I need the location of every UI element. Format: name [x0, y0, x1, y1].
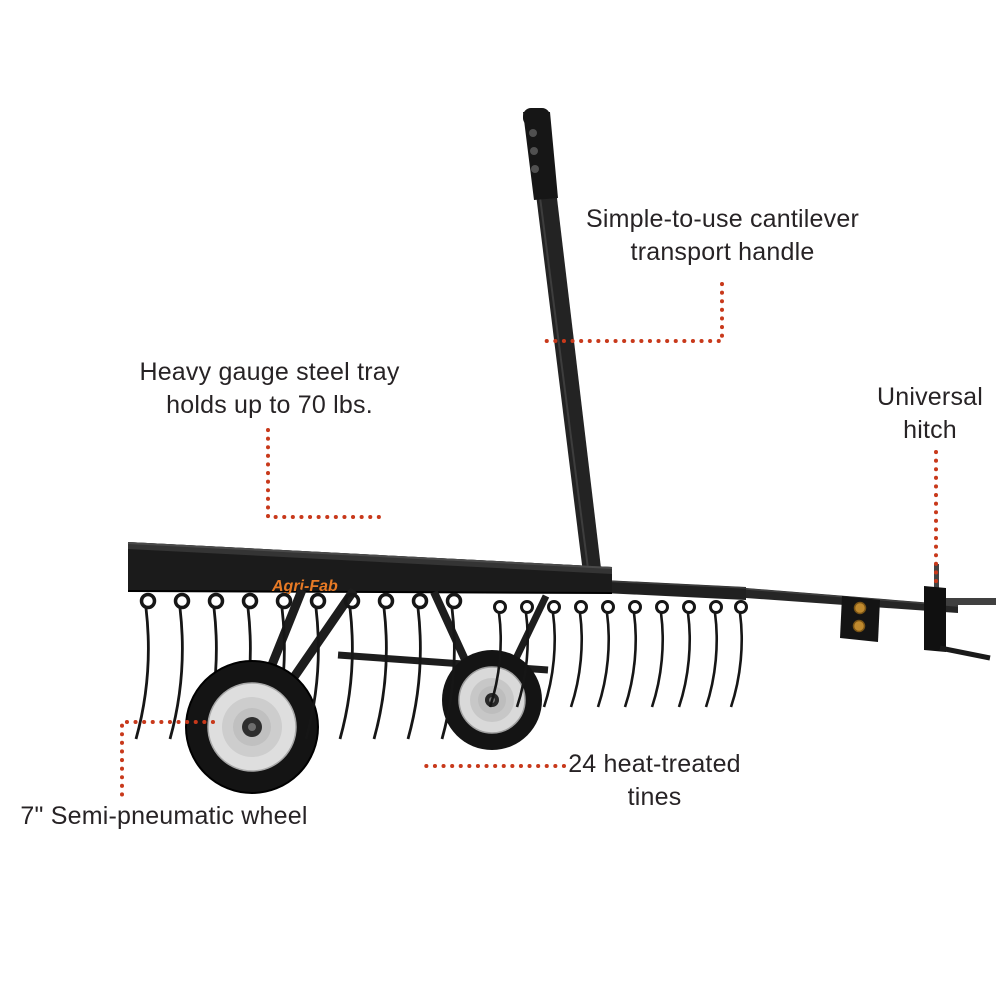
handle-rivet	[530, 147, 538, 155]
annotation-tray-label: Heavy gauge steel tray holds up to 70 lb…	[112, 356, 427, 422]
left-wheel	[185, 660, 319, 794]
hitch-bolt	[852, 619, 866, 633]
label-line: Simple-to-use cantilever	[586, 205, 859, 233]
label-line: Heavy gauge steel tray	[139, 358, 400, 386]
tray-leader-line	[266, 428, 382, 519]
steel-tray: Agri-Fab	[127, 542, 613, 595]
transport-handle	[523, 108, 603, 589]
handle-rivet	[531, 165, 539, 173]
annotation-wheel-label: 7" Semi-pneumatic wheel	[8, 800, 320, 833]
label-line: transport handle	[630, 238, 815, 266]
annotation-hitch-label: Universal hitch	[860, 381, 1000, 447]
leader-lines	[120, 282, 938, 800]
handle-rivet	[529, 129, 537, 137]
handle-leader-line	[543, 282, 724, 343]
brand-logo: Agri-Fab	[271, 578, 338, 595]
universal-hitch	[840, 564, 996, 661]
label-line: 24 heat-treated	[568, 750, 741, 778]
label-line: holds up to 70 lbs.	[166, 391, 373, 419]
hitch-bolt	[853, 601, 867, 615]
annotation-tines-label: 24 heat-treated tines	[552, 748, 757, 814]
label-line: 7" Semi-pneumatic wheel	[20, 802, 308, 830]
label-line: hitch	[903, 416, 957, 444]
label-line: Universal	[877, 383, 983, 411]
annotation-handle-label: Simple-to-use cantilever transport handl…	[550, 203, 895, 269]
label-line: tines	[627, 783, 682, 811]
